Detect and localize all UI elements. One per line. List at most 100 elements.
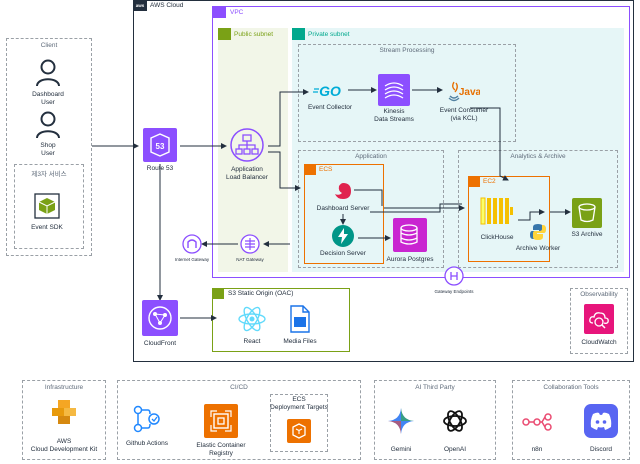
route53-icon: 53 xyxy=(143,128,177,162)
analytics-group xyxy=(458,150,618,268)
aws-cloud-group xyxy=(133,0,634,362)
vpc-group xyxy=(212,6,630,278)
svg-text:53: 53 xyxy=(156,142,165,151)
cdk-icon xyxy=(50,398,78,426)
ai-third-party-group xyxy=(374,380,496,460)
cloudwatch-label: CloudWatch xyxy=(581,339,617,346)
media-files-label: Media Files xyxy=(283,338,317,345)
ec2-title: EC2 xyxy=(483,178,496,185)
ecs-targets-group xyxy=(270,394,328,452)
nat-gateway-label: NAT Gateway xyxy=(236,257,264,262)
clickhouse-label: ClickHouse xyxy=(480,234,514,241)
cicd-group xyxy=(117,380,361,460)
infrastructure-title: Infrastructure xyxy=(44,384,84,391)
lock-icon xyxy=(218,28,231,40)
cloudwatch-icon xyxy=(584,304,614,334)
ec2-icon xyxy=(468,176,480,187)
client-title: Client xyxy=(40,42,58,49)
ai-third-party-title: AI Third Party xyxy=(415,384,455,391)
lock-icon xyxy=(292,28,305,40)
observability-title: Observability xyxy=(580,291,618,298)
s3-archive-icon xyxy=(572,198,602,228)
ec2-group xyxy=(468,176,550,262)
analytics-title: Analytics & Archive xyxy=(510,153,566,160)
openai-icon xyxy=(440,406,470,436)
cloudfront-label: CloudFront xyxy=(143,340,177,347)
load-balancer-icon xyxy=(229,127,265,163)
alb-label: Application Load Balancer xyxy=(226,166,268,182)
ecr-icon xyxy=(204,404,238,438)
vpc-title: VPC xyxy=(230,9,244,16)
decision-server-icon xyxy=(331,224,355,248)
go-icon: GO xyxy=(312,80,348,102)
kinesis-icon xyxy=(378,74,410,106)
ecs-targets-label: ECS Deployment Targets xyxy=(270,396,328,412)
event-collector-label: Event Collector xyxy=(307,104,353,111)
nestjs-icon xyxy=(331,180,355,202)
aurora-label: Aurora Postgres xyxy=(386,256,434,263)
github-actions-icon xyxy=(132,404,162,434)
discord-icon xyxy=(584,404,618,438)
gateway-endpoints-label: Gateway Endpoints xyxy=(434,289,474,294)
route53-label: Route 53 xyxy=(146,165,174,172)
observability-group xyxy=(570,288,628,354)
collaboration-tools-title: Collaboration Tools xyxy=(543,384,599,391)
decision-server-label: Decision Server xyxy=(320,250,366,257)
s3-bucket-icon xyxy=(212,288,224,299)
clickhouse-icon xyxy=(480,196,514,226)
third-party-service-group xyxy=(14,164,84,249)
stream-processing-group xyxy=(298,44,516,142)
application-group xyxy=(298,150,444,268)
media-files-icon xyxy=(288,304,312,334)
openai-label: OpenAI xyxy=(443,446,467,453)
nat-gateway-icon xyxy=(240,234,260,254)
internet-gateway-label: Internet Gateway xyxy=(174,257,210,262)
github-actions-label: Github Actions xyxy=(126,440,168,447)
discord-label: Discord xyxy=(589,446,613,453)
private-subnet-title: Private subnet xyxy=(308,31,350,38)
react-icon xyxy=(237,304,267,334)
ecs-group xyxy=(304,164,384,264)
gemini-icon xyxy=(386,406,416,436)
collaboration-tools-group xyxy=(512,380,630,460)
ecs-icon xyxy=(304,164,316,175)
cicd-title: CI/CD xyxy=(230,384,248,391)
kinesis-label: Kinesis Data Streams xyxy=(374,108,414,124)
infrastructure-group xyxy=(22,380,106,460)
public-subnet-title: Public subnet xyxy=(234,31,274,38)
gateway-endpoints-icon xyxy=(444,266,464,286)
aws-cloud-title: AWS Cloud xyxy=(150,2,184,9)
python-icon xyxy=(528,222,548,242)
dashboard-user-label: Dashboard User xyxy=(32,91,64,107)
react-label: React xyxy=(243,338,261,345)
aurora-icon xyxy=(393,218,427,252)
n8n-icon xyxy=(522,410,552,434)
stream-processing-title: Stream Processing xyxy=(379,47,435,54)
ecs-target-icon xyxy=(287,419,311,443)
s3-archive-label: S3 Archive xyxy=(571,231,603,238)
public-subnet-group xyxy=(218,28,288,272)
event-consumer-label: Event Consumer (via KCL) xyxy=(439,107,489,123)
client-group xyxy=(6,38,92,256)
event-sdk-label: Event SDK xyxy=(31,224,63,231)
ecr-label: Elastic Container Registry xyxy=(196,442,246,458)
archive-worker-label: Archive Worker xyxy=(515,245,561,252)
s3-static-origin-title: S3 Static Origin (OAC) xyxy=(228,290,294,297)
event-sdk-icon xyxy=(33,192,61,220)
user-icon xyxy=(33,58,63,88)
vpc-icon xyxy=(212,6,226,18)
svg-text:GO: GO xyxy=(319,83,341,99)
internet-gateway-icon xyxy=(182,234,202,254)
cdk-label: AWS Cloud Development Kit xyxy=(30,438,98,454)
user-icon xyxy=(33,110,63,140)
n8n-label: n8n xyxy=(531,446,543,453)
ecs-title: ECS xyxy=(319,166,333,173)
application-title: Application xyxy=(355,153,387,160)
third-party-service-title: 제3자 서비스 xyxy=(31,171,67,178)
gemini-label: Gemini xyxy=(390,446,412,453)
shop-user-label: Shop User xyxy=(40,142,56,158)
dashboard-server-label: Dashboard Server xyxy=(316,205,370,212)
cloudfront-icon xyxy=(142,300,178,336)
svg-text:Java: Java xyxy=(459,87,480,98)
